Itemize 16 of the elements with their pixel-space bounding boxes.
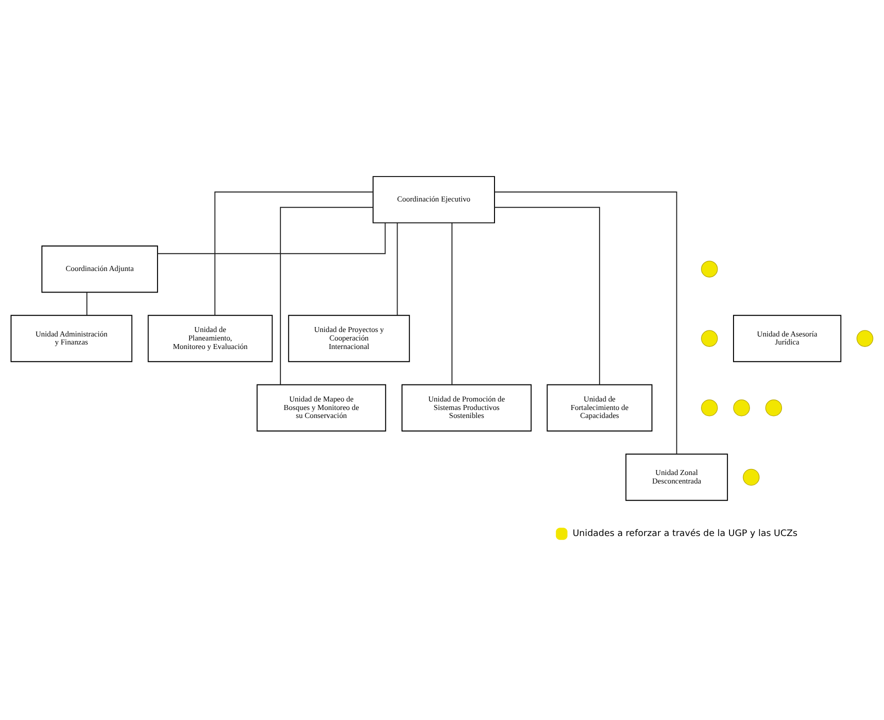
node-circle (742, 468, 760, 486)
node-circle (856, 330, 874, 347)
connector (396, 222, 398, 316)
node-circle (733, 400, 750, 416)
node-circle (765, 400, 782, 416)
node-circle (701, 260, 718, 278)
node-circle (701, 400, 718, 416)
connector (280, 206, 374, 386)
connector (157, 222, 386, 254)
connector (214, 192, 374, 316)
connector (451, 222, 452, 385)
node-circle (701, 330, 718, 347)
connector (494, 206, 600, 386)
connector (494, 192, 678, 454)
legend-label: Unidades a reforzar a través de la UGP y las UCZs (572, 529, 798, 540)
connector (86, 292, 88, 316)
